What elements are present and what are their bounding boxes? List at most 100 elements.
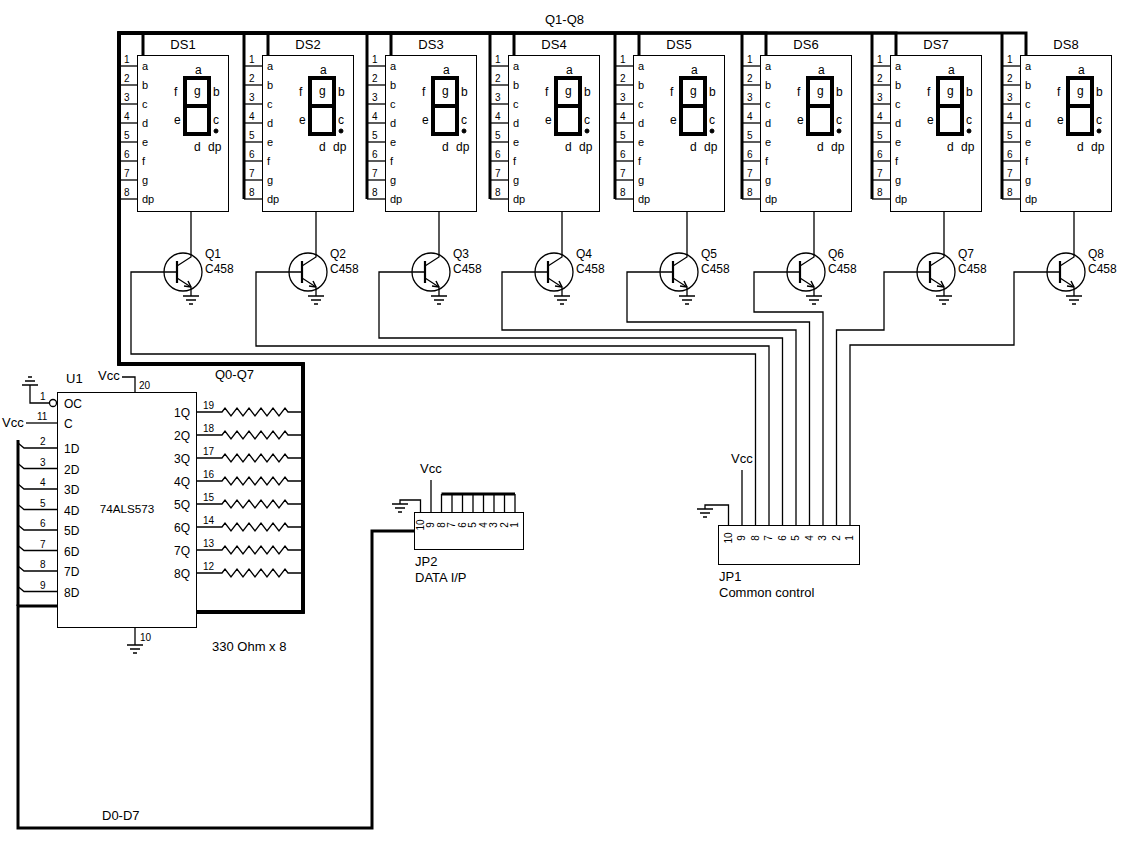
- segment-name: f: [174, 86, 177, 99]
- segment-pin-name: a: [267, 60, 273, 73]
- pin-number: 6: [457, 515, 469, 535]
- pin-number: 6: [747, 149, 753, 160]
- pin-number: 1: [124, 54, 130, 65]
- pin-stub: [1002, 141, 1020, 142]
- emitter-arrow: [309, 281, 316, 287]
- pin-number: 1: [747, 54, 753, 65]
- base-wire: [850, 272, 1060, 525]
- pin-number: 7: [495, 168, 501, 179]
- pin-stub: [615, 179, 633, 180]
- pin-number: 3: [488, 515, 500, 535]
- segment-name: a: [818, 64, 825, 77]
- emitter-arrow: [1067, 281, 1074, 287]
- data-pin-bar: [442, 493, 516, 496]
- segment-pin-name: e: [895, 136, 901, 149]
- base-wire: [627, 272, 810, 525]
- pin-stub: [119, 160, 137, 161]
- pin-name: 7D: [64, 565, 79, 579]
- collector-wire: [930, 212, 944, 266]
- decimal-point: [585, 129, 589, 133]
- ground-symbol: [127, 645, 143, 653]
- pin-number: 3: [124, 92, 130, 103]
- segment-name: f: [670, 86, 673, 99]
- segment-pin-name: d: [638, 117, 644, 130]
- pin-stub: [1002, 179, 1020, 180]
- pin-stub: [742, 160, 760, 161]
- segment-pin-name: f: [895, 155, 898, 168]
- decimal-point: [710, 129, 714, 133]
- segment-name: b: [338, 86, 345, 99]
- segment-name: a: [691, 64, 698, 77]
- pin-number: 3: [1007, 92, 1013, 103]
- transistor-name: Q2: [330, 248, 346, 261]
- emitter-wire: [548, 278, 562, 296]
- pin-number: 11: [37, 411, 47, 422]
- segment-name: e: [1057, 114, 1064, 127]
- segment-pin-name: f: [142, 155, 145, 168]
- pin-number: 7: [747, 168, 753, 179]
- segment-name: dp: [579, 141, 592, 154]
- pin-number: 2: [620, 73, 626, 84]
- pin-stub: [244, 122, 262, 123]
- resistor-value: 330 Ohm x 8: [212, 640, 286, 654]
- segment-name: c: [584, 114, 590, 127]
- segment-pin-name: c: [895, 98, 901, 111]
- transistor-type: C458: [453, 263, 482, 276]
- bus-line: [119, 33, 391, 612]
- segment-name: a: [320, 64, 327, 77]
- input-pin: [18, 464, 57, 469]
- pin-stub: [367, 103, 385, 104]
- segment-pin-name: b: [765, 79, 771, 92]
- pin-stub: [615, 141, 633, 142]
- segment-figure: [808, 78, 832, 134]
- pin-name: 8D: [64, 586, 79, 600]
- pin-number: 3: [495, 92, 501, 103]
- ground-symbol: [697, 509, 713, 517]
- pin-number: 5: [467, 515, 479, 535]
- decimal-point: [339, 129, 343, 133]
- emitter-arrow: [432, 281, 439, 287]
- pin-number: 2: [249, 73, 255, 84]
- pin-number: 4: [249, 111, 255, 122]
- data-pin-wire: [514, 494, 515, 512]
- collector-wire: [1060, 212, 1074, 266]
- pin-stub: [367, 141, 385, 142]
- seven-segment-display: DS8abcdefgdpafgbecddp: [1020, 55, 1112, 212]
- bus-label: D0-D7: [100, 808, 142, 823]
- segment-pin-name: c: [765, 98, 771, 111]
- display-name: DS4: [509, 37, 599, 52]
- pin-number: 2: [831, 528, 843, 548]
- pin-bracket: [489, 33, 492, 199]
- pin-name: 1Q: [174, 406, 190, 420]
- segment-pin-name: c: [1025, 98, 1031, 111]
- pin-number: 17: [203, 446, 214, 457]
- ground-symbol: [183, 296, 199, 304]
- pin-name: C: [64, 417, 73, 431]
- power-label: Vcc: [98, 369, 120, 383]
- bus-line: [119, 33, 1026, 612]
- pin-stub: [119, 122, 137, 123]
- pin-stub: [1002, 84, 1020, 85]
- input-pin: [18, 566, 57, 571]
- pin-name: 8Q: [174, 567, 190, 581]
- segment-pin-name: g: [765, 174, 771, 187]
- collector-wire: [177, 212, 191, 266]
- pin-number: 1: [40, 391, 46, 402]
- pin-number: 3: [747, 92, 753, 103]
- pin-stub: [244, 179, 262, 180]
- segment-pin-name: dp: [638, 193, 650, 206]
- display-name: DS8: [1021, 37, 1111, 52]
- segment-pin-name: e: [638, 136, 644, 149]
- pin-stub: [742, 179, 760, 180]
- pin-bracket: [614, 33, 617, 199]
- pin-stub: [119, 65, 137, 66]
- pin-number: 5: [124, 130, 130, 141]
- segment-name: g: [319, 85, 326, 98]
- pin-stub: [742, 103, 760, 104]
- seven-segment-display: DS1abcdefgdpafgbecddp: [137, 55, 229, 212]
- pin-stub: [742, 141, 760, 142]
- segment-pin-name: b: [142, 79, 148, 92]
- data-pin-wire: [483, 494, 484, 512]
- collector-wire: [548, 212, 562, 266]
